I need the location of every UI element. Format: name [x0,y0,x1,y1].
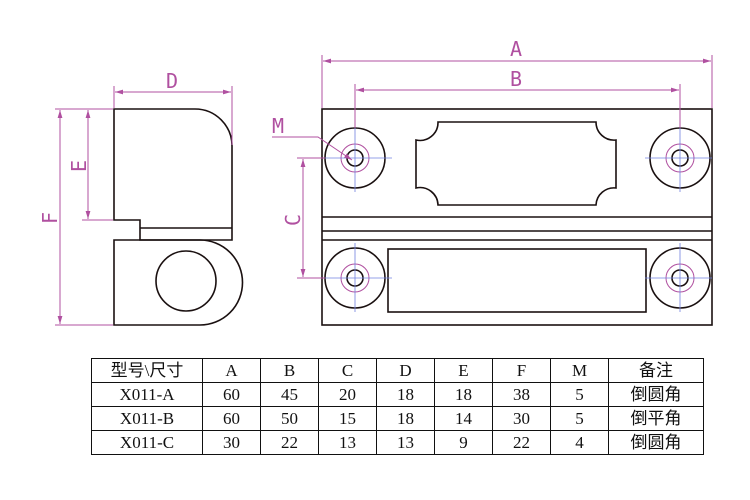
cell: 13 [318,430,377,455]
cell: 9 [434,430,493,455]
cell: 60 [202,382,261,407]
cell: 18 [434,382,493,407]
dimensions: A B D M E F C [38,37,713,326]
mounting-holes [320,125,712,312]
cell: X011-C [91,430,203,455]
header-cell: 备注 [608,358,704,383]
cell: 4 [550,430,609,455]
cell: 18 [376,382,435,407]
cell: X011-A [91,382,203,407]
cell: 38 [492,382,551,407]
cell: 倒平角 [608,406,704,431]
table-header-row: 型号\尺寸 A B C D E F M 备注 [91,358,704,383]
dim-label-f: F [38,212,62,224]
header-cell: A [202,358,261,383]
cell: 倒圆角 [608,430,704,455]
dim-label-d: D [166,69,178,93]
cell: 30 [492,406,551,431]
side-view [113,108,244,326]
cell: 22 [492,430,551,455]
cell: 45 [260,382,319,407]
dim-label-m: M [272,114,284,138]
dim-label-b: B [510,67,522,91]
header-cell: D [376,358,435,383]
cell: 5 [550,382,609,407]
header-cell: C [318,358,377,383]
cell: 14 [434,406,493,431]
cell: 倒圆角 [608,382,704,407]
front-view [320,108,713,326]
cell: 13 [376,430,435,455]
dim-label-c: C [281,214,305,226]
cell: 50 [260,406,319,431]
cell: 5 [550,406,609,431]
cell: 30 [202,430,261,455]
header-cell: 型号\尺寸 [91,358,203,383]
header-cell: B [260,358,319,383]
dim-label-a: A [510,37,522,61]
header-cell: F [492,358,551,383]
cell: 22 [260,430,319,455]
cell: X011-B [91,406,203,431]
dim-label-e: E [67,160,91,172]
header-cell: M [550,358,609,383]
cell: 60 [202,406,261,431]
header-cell: E [434,358,493,383]
cell: 20 [318,382,377,407]
cell: 18 [376,406,435,431]
cell: 15 [318,406,377,431]
